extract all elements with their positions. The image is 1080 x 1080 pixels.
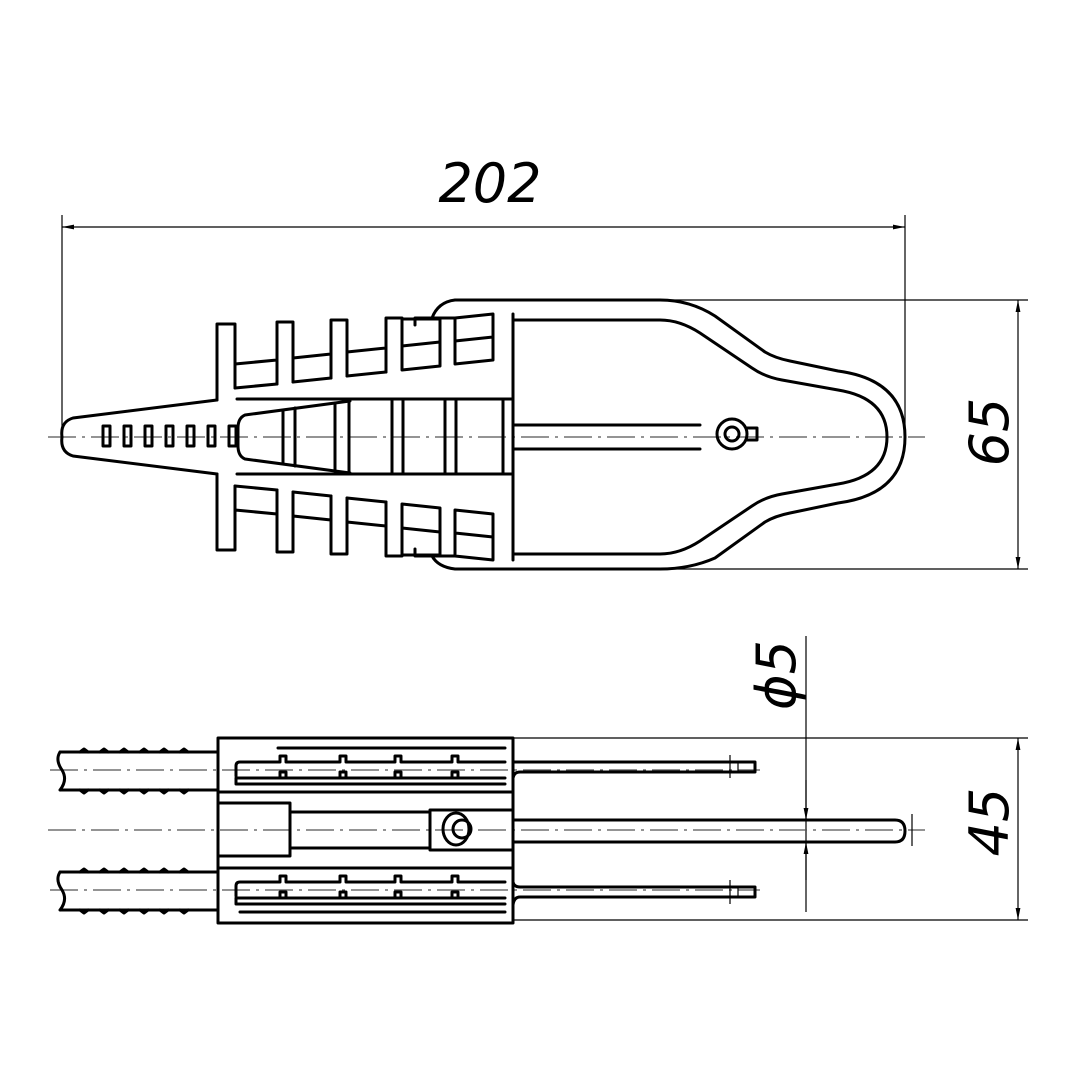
pin-upper <box>511 760 757 780</box>
eyelet-icon <box>715 417 759 451</box>
bail-rod <box>511 818 907 844</box>
dimension-65: 65 <box>455 299 1028 570</box>
fins-top <box>215 312 495 402</box>
bail-housing-inner <box>511 312 889 562</box>
dimension-diameter-5: ϕ5 <box>745 636 809 912</box>
wedge-slots <box>101 424 238 448</box>
ribs-upper <box>234 754 507 786</box>
dimension-label-diameter: ϕ5 <box>745 640 808 710</box>
dimension-45: 45 <box>513 737 1028 921</box>
top-view: 202 65 <box>48 152 1028 571</box>
ribs-lower <box>234 874 507 906</box>
wedge-body <box>235 397 515 476</box>
dimension-label-width: 45 <box>958 788 1021 857</box>
bail-slot <box>511 423 702 451</box>
pin-lower <box>511 880 757 907</box>
cable-lower <box>56 867 220 915</box>
dimension-label-length: 202 <box>438 152 541 215</box>
pivot-hole-icon <box>441 811 473 847</box>
dimension-202: 202 <box>61 152 906 432</box>
wedge-tail-block <box>216 801 292 858</box>
side-view: 45 ϕ5 <box>48 636 1028 925</box>
wedge-nose <box>60 398 219 476</box>
bail-housing-outer <box>430 298 907 571</box>
dimension-label-height: 65 <box>958 398 1021 467</box>
fins-bottom <box>215 472 495 562</box>
cable-upper <box>56 747 220 795</box>
bail-hinge-block <box>428 808 515 852</box>
wedge-shank <box>288 810 432 850</box>
